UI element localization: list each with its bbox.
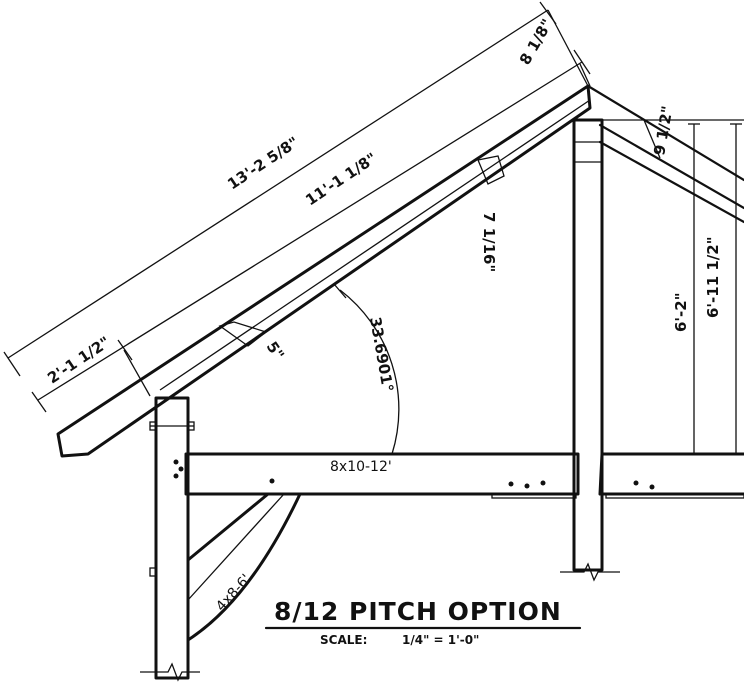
drawing-title: 8/12 PITCH OPTION	[274, 597, 562, 626]
dim-notch: 7 1/16"	[480, 212, 498, 272]
dim-angle: 33.6901°	[366, 316, 397, 394]
right-rafter	[586, 84, 744, 224]
dim-post-height: 6'-2"	[672, 292, 690, 332]
center-post	[560, 118, 620, 582]
right-beam	[598, 452, 744, 499]
dim-ridge-drop: 9 1/2"	[650, 104, 676, 156]
dimension-labels: 13'-2 5/8" 11'-1 1/8" 8 1/8" 2'-1 1/2" 5…	[44, 16, 722, 394]
dim-rafter-inner: 11'-1 1/8"	[302, 149, 380, 209]
scale-value: 1/4" = 1'-0"	[402, 633, 479, 647]
dim-rafter-depth: 8 1/8"	[516, 16, 557, 68]
dim-post-height-total: 6'-11 1/2"	[704, 236, 722, 318]
beam-8x10: 8x10-12'	[184, 452, 580, 499]
dim-rafter-overall: 13'-2 5/8"	[224, 133, 302, 193]
brace-label: 4x8-6'	[213, 571, 254, 614]
dimension-lines	[3, 1, 744, 455]
scale-label: SCALE:	[320, 633, 367, 647]
dim-seat-cut: 5"	[263, 338, 288, 363]
rafter	[56, 84, 592, 458]
seat-notches	[218, 155, 505, 347]
title-block: 8/12 PITCH OPTION SCALE: 1/4" = 1'-0"	[264, 597, 582, 647]
beam-label: 8x10-12'	[330, 459, 392, 475]
left-post	[140, 396, 200, 682]
